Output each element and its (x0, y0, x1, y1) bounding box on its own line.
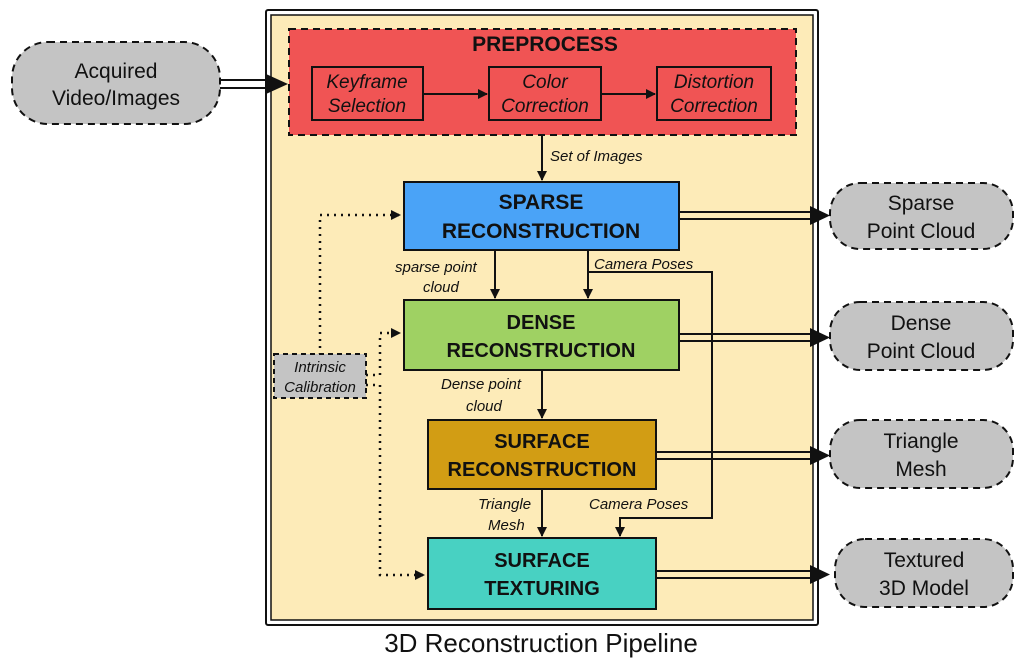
svg-text:Triangle: Triangle (883, 430, 958, 453)
label-set-of-images: Set of Images (550, 148, 643, 165)
output-textured-3d-model: Textured 3D Model (834, 538, 1014, 608)
svg-text:Calibration: Calibration (284, 379, 356, 396)
svg-text:RECONSTRUCTION: RECONSTRUCTION (442, 220, 640, 243)
dotted-calibration-to-sparse (318, 210, 401, 355)
path-camera-poses-to-texturing (588, 271, 713, 537)
sparse-reconstruction-box: SPARSE RECONSTRUCTION (403, 181, 680, 251)
svg-text:Selection: Selection (328, 96, 406, 117)
svg-text:Keyframe: Keyframe (326, 72, 407, 93)
svg-text:DENSE: DENSE (507, 312, 576, 334)
arrow-to-dense-output (679, 328, 830, 347)
svg-text:SURFACE: SURFACE (494, 550, 590, 572)
label-sparse-point-cloud-1: sparse point (395, 259, 478, 276)
svg-text:Point Cloud: Point Cloud (867, 220, 976, 243)
label-sparse-point-cloud-2: cloud (423, 279, 460, 296)
distortion-correction-step: Distortion Correction (656, 66, 772, 121)
svg-text:Distortion: Distortion (674, 72, 754, 93)
color-correction-step: Color Correction (488, 66, 602, 121)
surface-texturing-box: SURFACE TEXTURING (427, 537, 657, 610)
svg-text:Acquired: Acquired (75, 60, 158, 83)
svg-text:Correction: Correction (501, 96, 589, 117)
preprocess-title: PREPROCESS (472, 33, 618, 56)
svg-text:Correction: Correction (670, 96, 758, 117)
dotted-calibration-to-dense (366, 328, 401, 377)
svg-text:TEXTURING: TEXTURING (484, 578, 600, 600)
svg-text:RECONSTRUCTION: RECONSTRUCTION (447, 340, 636, 362)
label-triangle-mesh-2: Mesh (488, 517, 525, 534)
svg-text:Dense: Dense (891, 312, 952, 335)
input-node: Acquired Video/Images (11, 41, 221, 125)
svg-text:SPARSE: SPARSE (499, 191, 584, 214)
svg-text:Color: Color (522, 72, 568, 93)
label-camera-poses-top: Camera Poses (594, 256, 694, 273)
intrinsic-calibration-node: Intrinsic Calibration (273, 353, 367, 399)
svg-text:Intrinsic: Intrinsic (294, 359, 346, 376)
svg-text:SURFACE: SURFACE (494, 431, 590, 453)
surface-reconstruction-box: SURFACE RECONSTRUCTION (427, 419, 657, 490)
svg-text:Point Cloud: Point Cloud (867, 340, 976, 363)
dotted-calibration-to-texturing (366, 383, 425, 580)
svg-text:Textured: Textured (884, 549, 965, 572)
label-dense-point-cloud-1: Dense point (441, 376, 522, 393)
svg-text:Mesh: Mesh (895, 458, 946, 481)
label-dense-point-cloud-2: cloud (466, 398, 503, 415)
keyframe-selection-step: Keyframe Selection (311, 66, 424, 121)
svg-text:Sparse: Sparse (888, 192, 955, 215)
svg-text:3D Model: 3D Model (879, 577, 969, 600)
diagram-title: 3D Reconstruction Pipeline (384, 628, 698, 658)
arrow-to-textured-output (656, 565, 830, 584)
label-camera-poses-bottom: Camera Poses (589, 496, 689, 513)
dense-reconstruction-box: DENSE RECONSTRUCTION (403, 299, 680, 371)
svg-text:RECONSTRUCTION: RECONSTRUCTION (448, 459, 637, 481)
arrow-input-to-preprocess (220, 74, 288, 94)
output-sparse-point-cloud: Sparse Point Cloud (829, 182, 1014, 250)
output-dense-point-cloud: Dense Point Cloud (829, 301, 1014, 371)
preprocess-group: PREPROCESS Keyframe Selection Color Corr… (288, 28, 797, 136)
arrow-to-sparse-output (679, 206, 830, 225)
svg-text:Video/Images: Video/Images (52, 87, 180, 110)
label-triangle-mesh-1: Triangle (478, 496, 531, 513)
output-triangle-mesh: Triangle Mesh (829, 419, 1014, 489)
arrow-to-mesh-output (656, 446, 830, 465)
